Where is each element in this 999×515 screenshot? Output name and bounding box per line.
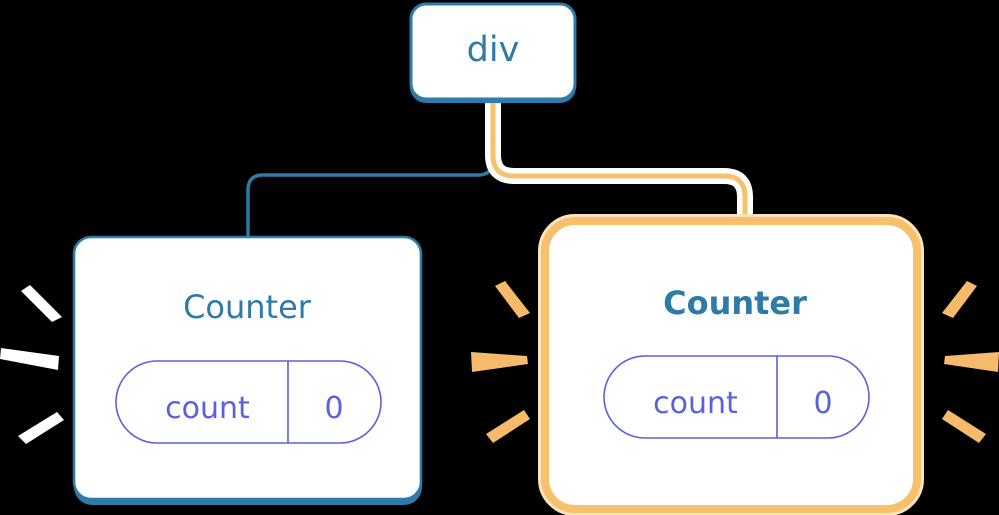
state-pill-left[interactable]: [115, 360, 382, 444]
node-div-box: [409, 2, 577, 101]
spark-burst-middle-orange: [471, 281, 530, 443]
spark-wedge: [486, 410, 530, 443]
state-pill-left-outline: [115, 360, 382, 444]
edge-div-to-counter-right: [490, 97, 748, 238]
spark-wedge: [942, 281, 977, 318]
state-pill-right[interactable]: [603, 355, 870, 439]
spark-wedge: [18, 412, 64, 444]
state-pill-right-outline: [603, 355, 870, 439]
spark-wedge: [944, 352, 999, 372]
node-counter-right[interactable]: [538, 214, 924, 515]
spark-wedge: [0, 348, 59, 370]
spark-burst-left-white: [0, 285, 64, 444]
spark-wedge: [21, 285, 62, 322]
spark-burst-right-orange: [942, 281, 999, 443]
spark-wedge: [942, 410, 986, 443]
spark-wedge: [495, 281, 530, 318]
node-div[interactable]: [409, 2, 577, 103]
spark-wedge: [471, 352, 528, 372]
node-counter-left[interactable]: [72, 235, 423, 505]
